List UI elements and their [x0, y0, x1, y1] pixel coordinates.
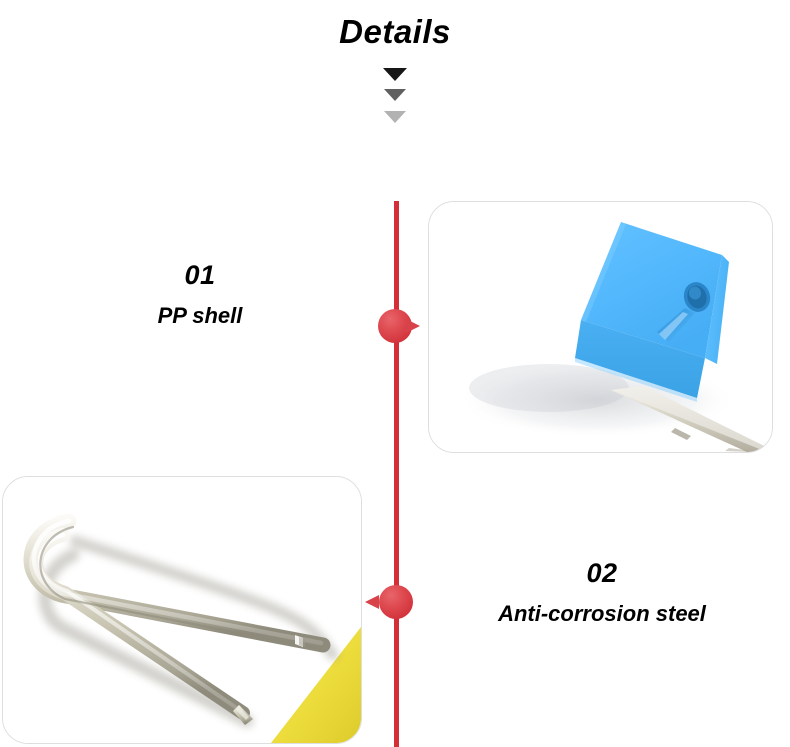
- yellow-corner: [271, 627, 361, 743]
- product-photo-card-02[interactable]: [2, 476, 362, 744]
- item-caption-02: Anti-corrosion steel: [498, 601, 706, 626]
- timeline-node-02: [365, 585, 413, 619]
- chevron-down-icon-1: [383, 68, 407, 81]
- metal-wire-shape: [611, 386, 772, 452]
- item-label-02: 02 Anti-corrosion steel: [432, 556, 772, 630]
- product-photo-02: [3, 477, 361, 743]
- item-number-02: 02: [586, 558, 618, 588]
- item-caption-01: PP shell: [157, 303, 243, 328]
- timeline-pointer-icon: [406, 319, 420, 333]
- chevron-down-icon-3: [384, 111, 406, 123]
- timeline-pointer-icon: [365, 595, 379, 609]
- product-photo-01: [429, 202, 772, 452]
- timeline-node-01: [378, 309, 420, 343]
- item-number-01: 01: [184, 260, 216, 290]
- item-label-01: 01 PP shell: [70, 258, 330, 332]
- timeline-line: [394, 201, 399, 747]
- page-title: Details: [339, 13, 451, 50]
- chevron-down-stack: [373, 68, 417, 132]
- timeline-dot-icon: [379, 585, 413, 619]
- steel-wire-photo-icon: [3, 477, 361, 743]
- product-photo-card-01[interactable]: [428, 201, 773, 453]
- chevron-down-icon-2: [384, 89, 406, 101]
- blue-seal-photo-icon: [429, 202, 772, 452]
